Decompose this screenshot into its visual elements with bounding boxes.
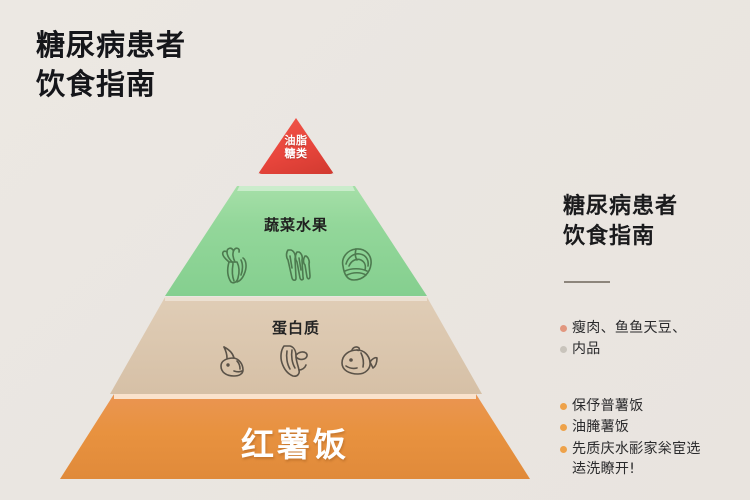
pyramid-layer-protein: 蛋白质 — [110, 297, 482, 394]
cap-label: 油脂 糖类 — [284, 134, 308, 160]
pyramid-layer-vegetables: 蔬菜水果 — [165, 186, 427, 296]
list-item: 先质庆水彨家枀宦选 迲洗瞭开! — [560, 439, 750, 480]
bullet-dot-icon — [560, 424, 567, 432]
protein-icon-row — [110, 341, 482, 381]
list-item-label: 内品 — [572, 341, 601, 358]
vegetable-icon-row — [165, 244, 427, 286]
pyramid-layer-staple: 红薯饭 — [60, 394, 530, 479]
cabbage-icon — [341, 248, 372, 281]
list-item-label: 保伃普薯饭 — [572, 398, 644, 414]
celery-icon — [221, 247, 247, 284]
fish-head-icon — [220, 346, 244, 377]
list-item: 保伃普薯饭 — [560, 396, 750, 416]
bullet-group-protein-notes: 瘦肉、鱼鱼天豆、 内品 — [560, 318, 750, 361]
layer-title-staple: 红薯饭 — [241, 425, 349, 464]
food-pyramid: 油脂 糖类 蔬菜水果 — [60, 118, 530, 479]
layer-trapezoid-shape — [60, 394, 530, 479]
bullet-dot-icon — [560, 445, 567, 453]
bullet-dot-icon — [560, 346, 567, 354]
bullet-dot-icon — [560, 403, 567, 410]
side-panel-title: 糖尿病患者 饮食指南 — [563, 194, 679, 250]
page-title: 糖尿病患者 饮食指南 — [36, 28, 187, 101]
layer-trapezoid-shape — [110, 297, 482, 394]
fish-icon — [341, 346, 378, 375]
layer-top-highlight — [114, 394, 476, 399]
list-item: 油腌薯饭 — [560, 417, 750, 437]
list-item-label: 瘦肉、鱼鱼天豆、 — [572, 320, 687, 336]
pyramid-cap-fats-sugars: 油脂 糖类 — [258, 118, 334, 174]
list-item: 瘦肉、鱼鱼天豆、 — [560, 318, 750, 338]
layer-top-highlight — [165, 297, 427, 301]
layer-title-vegetables: 蔬菜水果 — [263, 216, 328, 234]
layer-top-highlight — [237, 186, 355, 191]
title-divider — [564, 281, 610, 283]
layer-title-protein: 蛋白质 — [271, 319, 320, 337]
asparagus-icon — [285, 249, 311, 282]
side-panel: 糖尿病患者 饮食指南 瘦肉、鱼鱼天豆、 内品 保伃普薯饭 油腌薯饭 — [560, 0, 750, 500]
bullet-dot-icon — [560, 325, 567, 332]
list-item: 内品 — [560, 339, 750, 359]
list-item-label: 先质庆水彨家枀宦选 迲洗瞭开! — [572, 440, 701, 477]
bullet-group-staple-notes: 保伃普薯饭 油腌薯饭 先质庆水彨家枀宦选 迲洗瞭开! — [560, 396, 750, 480]
list-item-label: 油腌薯饭 — [572, 419, 630, 436]
meat-cut-icon — [280, 345, 308, 377]
